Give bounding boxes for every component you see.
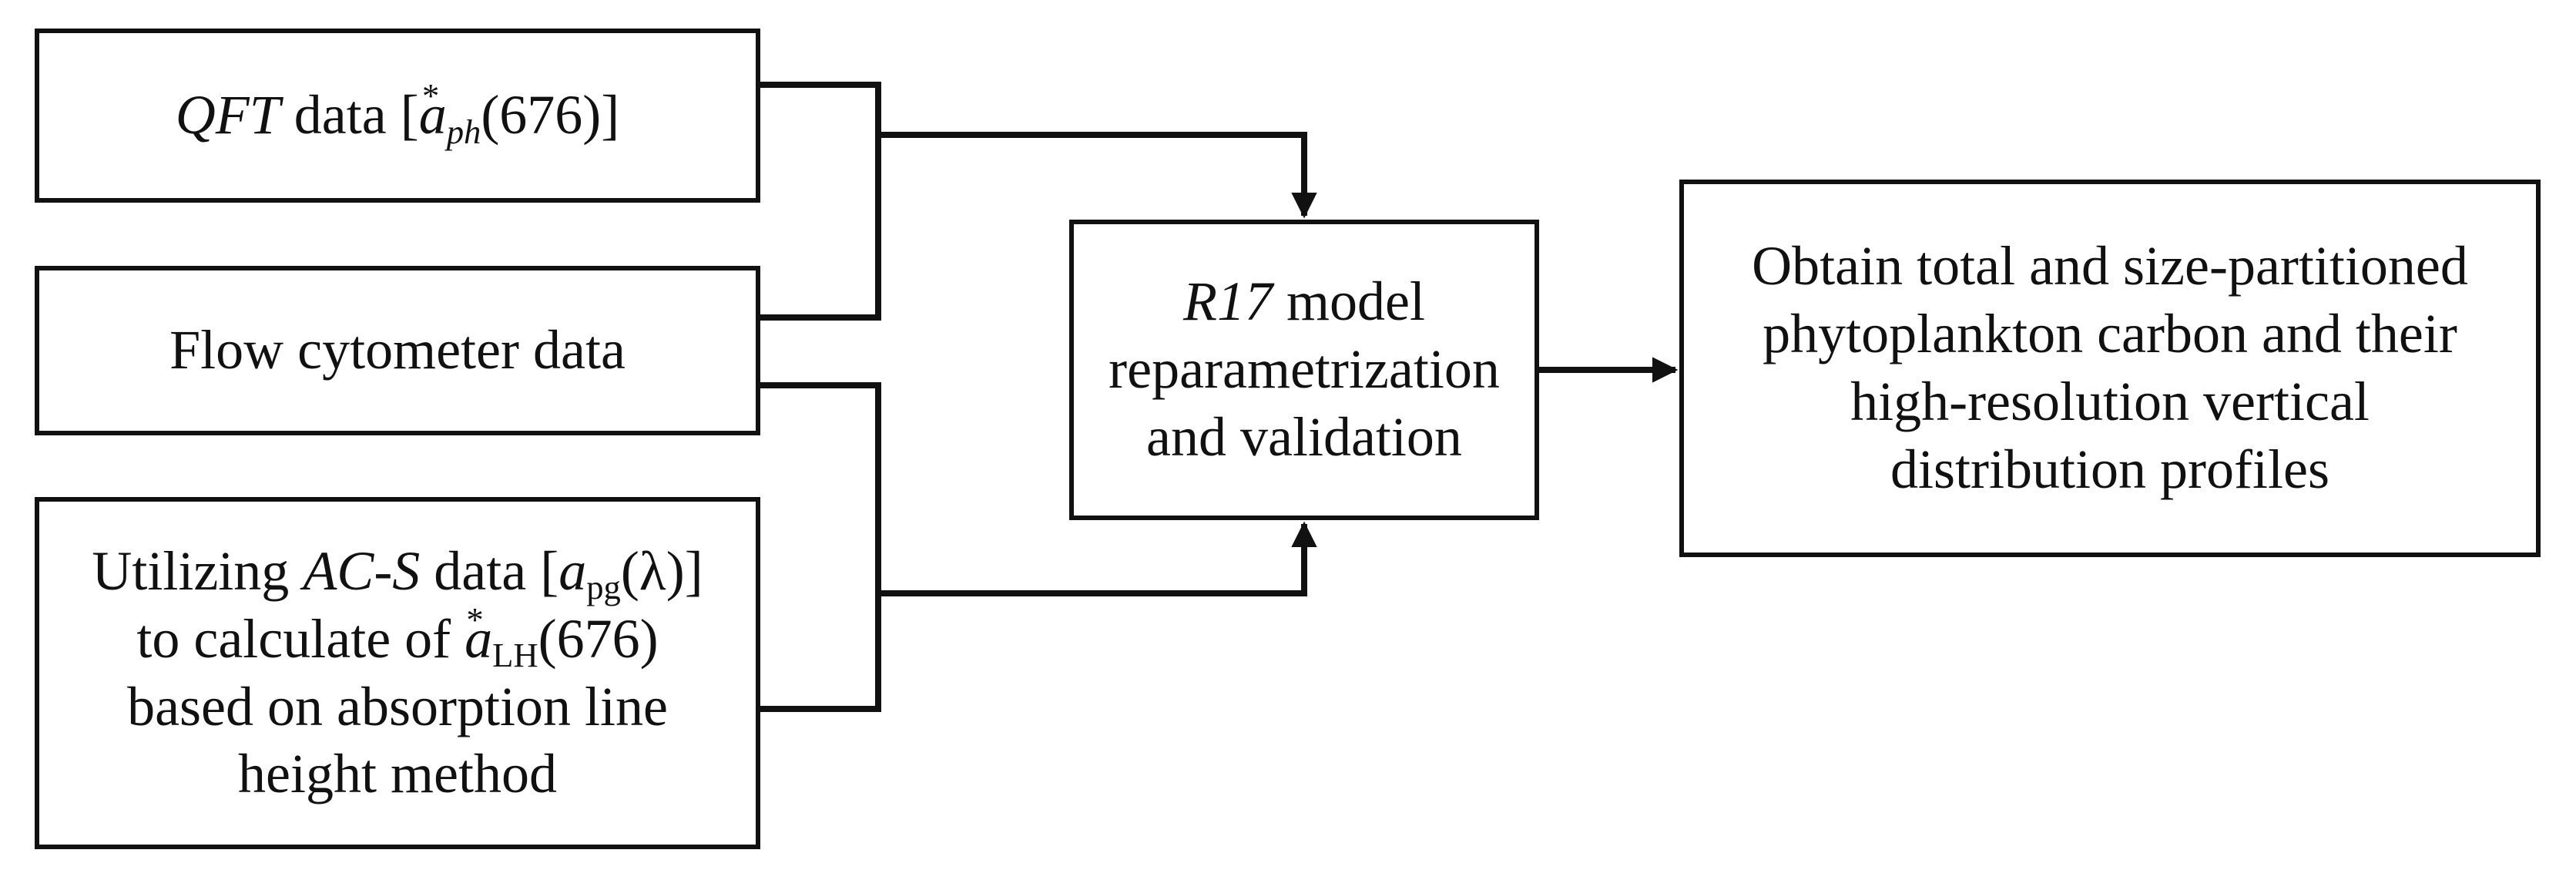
acs-line1-pre: Utilizing xyxy=(92,539,304,602)
r17-line-1: R17 model xyxy=(1109,268,1500,336)
output-line-3: high-resolution vertical xyxy=(1850,371,2370,432)
qft-var: a xyxy=(418,84,447,146)
qft-italic: QFT xyxy=(175,84,280,146)
qft-symbol: a*ph xyxy=(418,79,481,149)
acs-sub-2: LH xyxy=(492,636,538,675)
connector-flow-acs-to-r17 xyxy=(760,382,881,712)
acs-var-1: a xyxy=(558,539,587,602)
qft-text: data [ xyxy=(280,84,419,146)
acs-line-1: Utilizing AC-S data [apg(λ)] xyxy=(92,538,703,606)
output-line-2: phytoplankton carbon and their xyxy=(1763,303,2457,365)
acs-label: Utilizing AC-S data [apg(λ)] to calculat… xyxy=(92,538,703,808)
acs-line-2: to calculate of a*LH(676) xyxy=(92,602,703,673)
acs-line2-arg: (676) xyxy=(538,607,659,670)
acs-line1-mid: data [ xyxy=(420,539,559,602)
arrow-to-r17-top xyxy=(878,132,1317,219)
output-line-4: distribution profiles xyxy=(1890,438,2329,500)
acs-line1-arg: (λ)] xyxy=(620,539,703,602)
acs-line-3: based on absorption line xyxy=(127,675,668,737)
arrow-to-r17-bottom xyxy=(878,521,1317,596)
qft-data-box: QFT data [a*ph(676)] xyxy=(35,29,760,203)
acs-line2-pre: to calculate of xyxy=(136,607,465,670)
acs-var-2: a xyxy=(465,607,493,670)
acs-sub-1: pg xyxy=(586,568,621,607)
qft-label: QFT data [a*ph(676)] xyxy=(175,79,620,149)
r17-italic: R17 xyxy=(1183,270,1273,333)
output-box: Obtain total and size-partitioned phytop… xyxy=(1679,180,2541,557)
r17-line-3: and validation xyxy=(1146,405,1462,468)
r17-line1-rest: model xyxy=(1273,270,1425,333)
acs-data-box: Utilizing AC-S data [apg(λ)] to calculat… xyxy=(35,497,760,849)
flow-cytometer-label: Flow cytometer data xyxy=(169,319,626,381)
r17-label: R17 model reparametrization and validati… xyxy=(1109,268,1500,471)
r17-line-2: reparametrization xyxy=(1109,338,1500,401)
qft-arg: (676)] xyxy=(481,84,620,146)
acs-line-4: height method xyxy=(238,743,557,805)
qft-sub: ph xyxy=(446,112,481,151)
acs-symbol-lh: a*LH xyxy=(465,602,538,672)
flow-cytometer-box: Flow cytometer data xyxy=(35,266,760,435)
output-line-1: Obtain total and size-partitioned xyxy=(1752,235,2468,297)
output-label: Obtain total and size-partitioned phytop… xyxy=(1752,233,2468,503)
acs-symbol-pg: apg xyxy=(558,539,621,605)
acs-sup-2: * xyxy=(466,600,484,639)
qft-sup: * xyxy=(420,76,438,115)
connector-qft-flow-to-r17 xyxy=(760,82,881,321)
r17-model-box: R17 model reparametrization and validati… xyxy=(1069,220,1539,520)
acs-line1-italic: AC-S xyxy=(303,539,421,602)
